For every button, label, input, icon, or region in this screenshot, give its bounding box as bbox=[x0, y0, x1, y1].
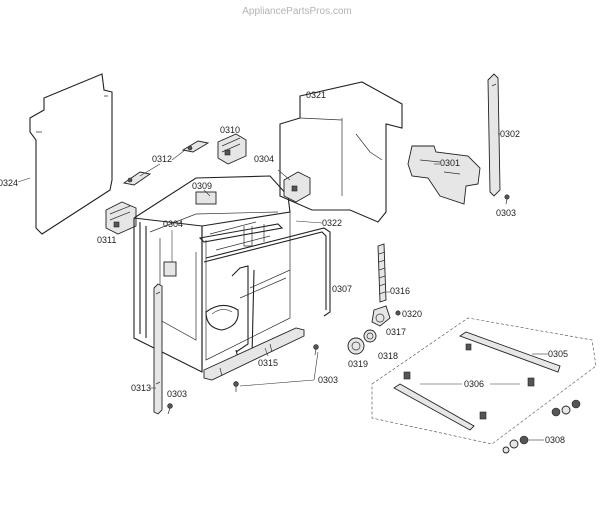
part-0312-clip[interactable] bbox=[122, 140, 210, 186]
part-0322-top-rail[interactable] bbox=[198, 223, 284, 247]
label-0306: 0306 bbox=[464, 379, 484, 389]
label-0311: 0311 bbox=[97, 235, 116, 245]
leader-0303c-b bbox=[313, 351, 319, 381]
part-0307-door-seal[interactable] bbox=[203, 227, 331, 359]
part-0303-screw-bottom[interactable] bbox=[233, 344, 319, 392]
part-0302-vertical-trim[interactable] bbox=[487, 73, 501, 197]
label-0303b: 0303 bbox=[167, 389, 187, 399]
label-0315: 0315 bbox=[258, 358, 278, 368]
part-0301-bracket[interactable] bbox=[407, 145, 481, 205]
label-0304b: 0304 bbox=[254, 154, 274, 164]
part-0304-bracket-right[interactable] bbox=[283, 171, 311, 203]
part-0313-side-rail[interactable] bbox=[153, 283, 163, 415]
part-0310-bracket[interactable] bbox=[217, 133, 247, 165]
label-0324: 0324 bbox=[0, 178, 18, 188]
part-0319-nut[interactable] bbox=[347, 337, 365, 355]
label-0318: 0318 bbox=[378, 351, 398, 361]
label-0303c: 0303 bbox=[318, 375, 338, 385]
watermark: AppliancePartsPros.com bbox=[242, 6, 352, 17]
leader-0309 bbox=[203, 189, 211, 197]
part-0321-cover-panel[interactable] bbox=[279, 81, 403, 223]
leader-0312a bbox=[171, 149, 186, 161]
leader-0322 bbox=[295, 220, 323, 224]
part-0311-bracket[interactable] bbox=[105, 201, 137, 235]
leader-0312b bbox=[139, 163, 161, 177]
label-0305: 0305 bbox=[548, 349, 568, 359]
label-0316: 0316 bbox=[390, 286, 410, 296]
part-0318-washer[interactable] bbox=[363, 329, 377, 343]
label-0310: 0310 bbox=[220, 125, 240, 135]
leader-0315 bbox=[264, 347, 269, 357]
label-0313: 0313 bbox=[131, 383, 151, 393]
label-0303a: 0303 bbox=[496, 208, 516, 218]
part-0316-rod[interactable] bbox=[377, 243, 387, 303]
leader-0304b bbox=[277, 169, 291, 181]
part-0303-screw-right[interactable] bbox=[504, 194, 510, 205]
label-0307: 0307 bbox=[332, 284, 352, 294]
leader-0303c-a bbox=[239, 379, 315, 387]
part-0324-insulation-blanket[interactable] bbox=[29, 73, 113, 235]
part-0305-rail[interactable] bbox=[459, 331, 561, 387]
label-0317: 0317 bbox=[386, 327, 406, 337]
label-0302: 0302 bbox=[500, 129, 520, 139]
label-0319: 0319 bbox=[348, 359, 368, 369]
part-0315-bottom-rail[interactable] bbox=[203, 327, 305, 381]
label-0309: 0309 bbox=[192, 181, 212, 191]
part-0320-nut[interactable] bbox=[395, 310, 401, 316]
label-0312: 0312 bbox=[152, 154, 172, 164]
part-0317-fitting[interactable] bbox=[371, 305, 391, 327]
part-0303-screw-left[interactable] bbox=[167, 403, 173, 415]
label-0322: 0322 bbox=[322, 218, 342, 228]
label-0308: 0308 bbox=[545, 435, 565, 445]
leader-0324 bbox=[17, 177, 31, 183]
label-0320: 0320 bbox=[402, 309, 422, 319]
label-0301: 0301 bbox=[440, 158, 460, 168]
part-0308-hardware[interactable] bbox=[502, 399, 581, 454]
label-0304a: 0304 bbox=[163, 219, 183, 229]
tub-frame[interactable] bbox=[133, 175, 291, 373]
label-0321: 0321 bbox=[306, 90, 326, 100]
hardware-kit-outline bbox=[371, 317, 597, 445]
part-0306-rail[interactable] bbox=[393, 371, 487, 431]
